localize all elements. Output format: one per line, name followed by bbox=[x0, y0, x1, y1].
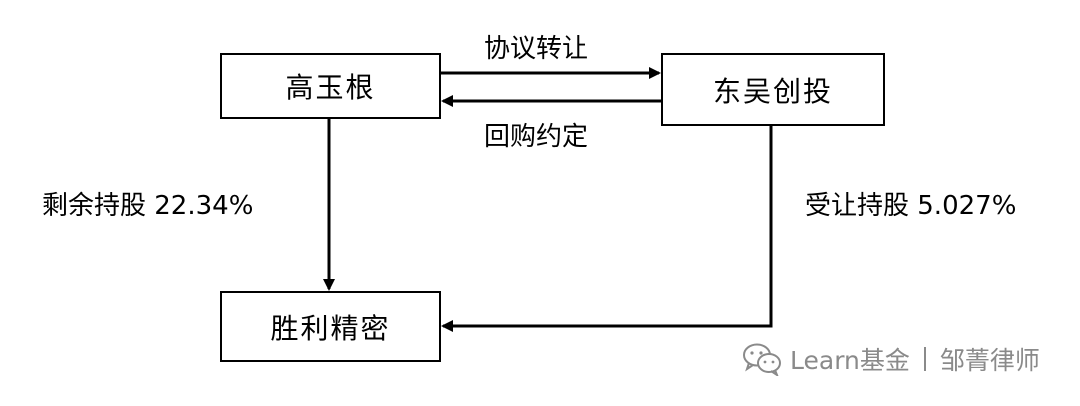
watermark-source: Learn基金 bbox=[790, 346, 910, 375]
watermark-separator bbox=[923, 347, 926, 371]
edge-label-transfer: 协议转让 bbox=[484, 34, 589, 64]
received-arrow bbox=[441, 126, 773, 332]
wechat-icon bbox=[743, 343, 781, 376]
node-dongwu: 东吴创投 bbox=[661, 53, 885, 126]
node-shengli-label: 胜利精密 bbox=[270, 311, 391, 345]
node-gao-yugen-label: 高玉根 bbox=[285, 71, 376, 104]
node-shengli: 胜利精密 bbox=[220, 291, 441, 362]
watermark-author: 邹菁律师 bbox=[939, 346, 1040, 375]
watermark: Learn基金 邹菁律师 bbox=[742, 339, 1040, 379]
edge-label-buyback: 回购约定 bbox=[484, 122, 589, 152]
edge-label-remaining: 剩余持股 22.34% bbox=[42, 191, 254, 221]
edge-label-received: 受让持股 5.027% bbox=[805, 191, 1017, 221]
node-gao-yugen: 高玉根 bbox=[220, 53, 441, 119]
node-dongwu-label: 东吴创投 bbox=[712, 74, 833, 108]
